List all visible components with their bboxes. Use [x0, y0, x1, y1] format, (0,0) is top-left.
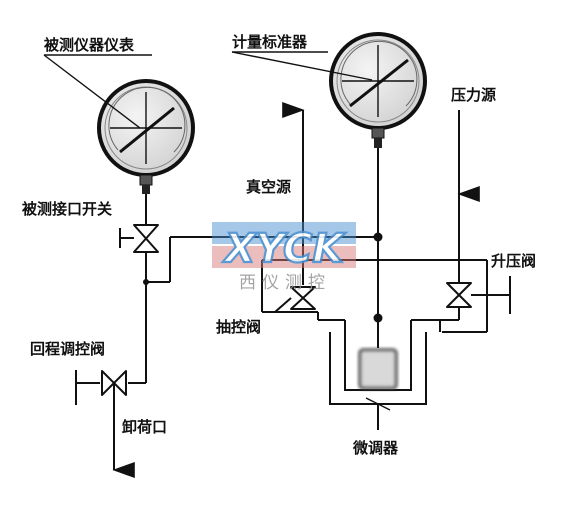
- watermark-text: 西仪测控: [239, 273, 331, 293]
- label-standard-gauge: 计量标准器: [232, 33, 308, 51]
- boost-valve: [446, 276, 511, 314]
- gauge-under-test: [97, 79, 195, 194]
- label-test-port-switch: 被测接口开关: [22, 200, 112, 218]
- label-fine-adjuster: 微调器: [352, 439, 399, 457]
- junction-dot: [373, 232, 383, 242]
- extraction-valve: [274, 286, 316, 313]
- label-boost-valve: 升压阀: [491, 252, 536, 270]
- return-control-valve: [101, 370, 127, 397]
- junction-dot: [143, 279, 149, 285]
- label-pressure-source: 压力源: [451, 86, 496, 104]
- leader-standard-gauge: [231, 51, 373, 81]
- label-vacuum-source: 真空源: [246, 178, 291, 196]
- test-port-switch-valve: [119, 224, 159, 253]
- label-return-control-valve: 回程调控阀: [30, 340, 105, 358]
- standard-gauge: [329, 32, 427, 148]
- leader-gauge-under-test: [43, 54, 141, 129]
- junction-dot: [373, 313, 383, 323]
- watermark-logo: XYCK: [222, 226, 347, 272]
- watermark: XYCK 西仪测控: [212, 222, 356, 293]
- label-unload-port: 卸荷口: [122, 418, 167, 436]
- label-gauge-under-test: 被测仪器仪表: [44, 36, 135, 54]
- label-extraction-valve: 抽控阀: [216, 318, 261, 336]
- piping: [75, 148, 488, 478]
- fine-adjuster-piston: [358, 348, 398, 390]
